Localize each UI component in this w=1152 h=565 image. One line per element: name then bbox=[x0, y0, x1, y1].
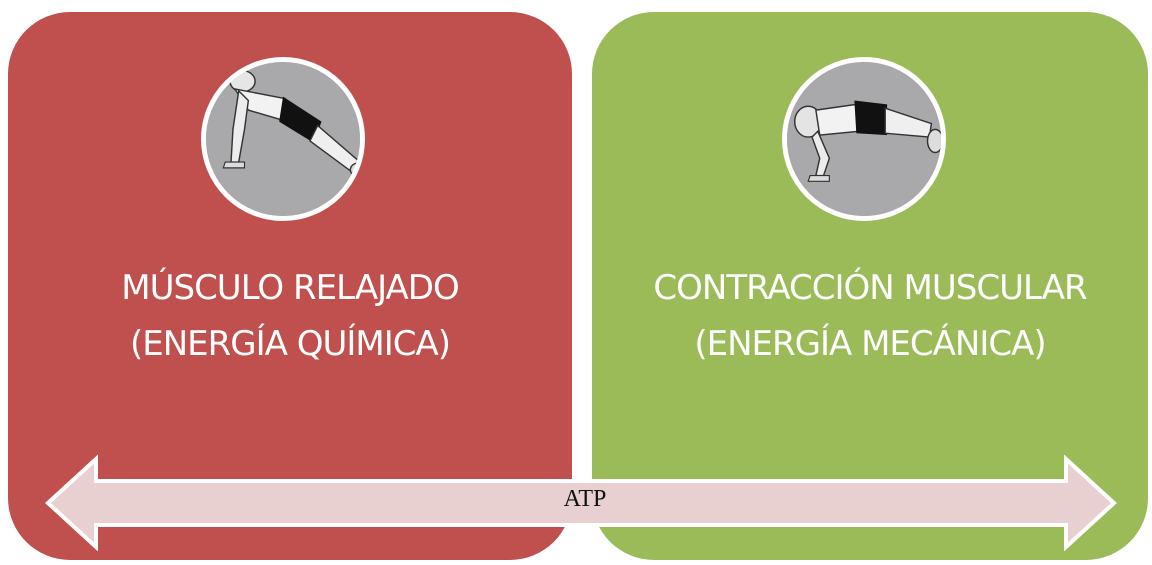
relaxed-muscle-label: MÚSCULO RELAJADO (ENERGÍA QUÍMICA) bbox=[8, 260, 572, 372]
mechanical-energy-subtitle: (ENERGÍA MECÁNICA) bbox=[694, 324, 1046, 364]
pushup-up-position-image bbox=[201, 57, 365, 221]
muscle-contraction-label: CONTRACCIÓN MUSCULAR (ENERGÍA MECÁNICA) bbox=[592, 260, 1148, 372]
relaxed-muscle-title: MÚSCULO RELAJADO bbox=[121, 268, 459, 308]
pushup-down-position-image bbox=[782, 57, 946, 221]
chemical-energy-subtitle: (ENERGÍA QUÍMICA) bbox=[129, 324, 451, 364]
atp-label: ATP bbox=[563, 486, 607, 512]
double-arrow-icon bbox=[45, 455, 1117, 551]
muscle-contraction-title: CONTRACCIÓN MUSCULAR bbox=[653, 268, 1087, 308]
